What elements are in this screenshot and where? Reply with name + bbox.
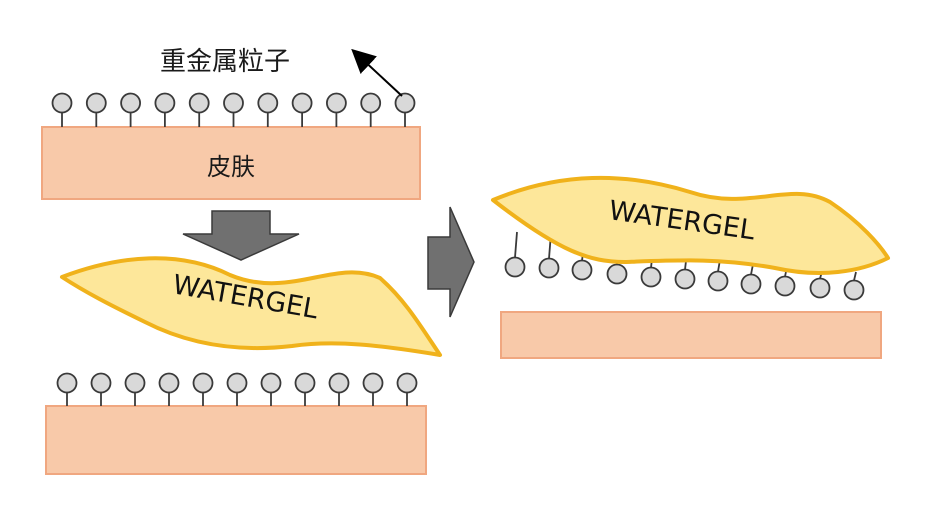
heavy-metal-particle (674, 268, 696, 290)
heavy-metal-particle (51, 92, 73, 114)
particles-top (51, 92, 416, 127)
heavy-metal-particle (774, 275, 796, 297)
gel-left (60, 256, 442, 357)
heavy-metal-particle (360, 92, 382, 114)
heavy-metal-particle (640, 266, 662, 288)
skin-top (41, 126, 421, 200)
gel-right (491, 175, 890, 275)
heavy-metal-particle (260, 372, 282, 394)
particle-stem (853, 271, 857, 281)
heavy-metal-particle (396, 372, 418, 394)
heavy-metal-particle (124, 372, 146, 394)
heavy-metal-particle (158, 372, 180, 394)
heavy-metal-particle (843, 279, 865, 301)
heavy-metal-particle (154, 92, 176, 114)
pointer-arrow-icon (351, 48, 403, 97)
skin-right (500, 311, 882, 359)
heavy-metal-particle (809, 277, 831, 299)
heavy-metal-particle (226, 372, 248, 394)
heavy-metal-particle (325, 92, 347, 114)
heavy-metal-particle (90, 372, 112, 394)
heavy-metal-particle (362, 372, 384, 394)
heavy-metal-particle (223, 92, 244, 114)
heavy-metal-particle (192, 372, 214, 394)
heavy-metal-particle (257, 92, 279, 114)
heavy-metal-particle (294, 372, 316, 394)
heavy-metal-particle (291, 92, 313, 114)
heavy-metal-particle (120, 92, 142, 114)
heavy-metal-particle (538, 257, 560, 279)
particle-stem (514, 231, 518, 258)
heavy-metal-particle (707, 270, 729, 292)
heavy-metal-particle (56, 372, 78, 394)
heavy-metal-particle (394, 92, 416, 114)
heavy-metal-particle (85, 92, 107, 114)
heavy-metal-particle (740, 273, 762, 295)
skin-bottom (45, 405, 427, 475)
heavy-metal-label: 重金属粒子 (160, 47, 290, 77)
heavy-metal-particle (571, 259, 593, 281)
heavy-metal-particle (328, 372, 350, 394)
block-arrow-right-icon (427, 206, 475, 318)
particles-bottom (56, 372, 418, 406)
heavy-metal-particle (504, 256, 526, 278)
heavy-metal-particle (606, 263, 628, 285)
block-arrow-down-icon (182, 210, 300, 261)
skin-label: 皮肤 (207, 153, 255, 181)
heavy-metal-particle (188, 92, 210, 114)
